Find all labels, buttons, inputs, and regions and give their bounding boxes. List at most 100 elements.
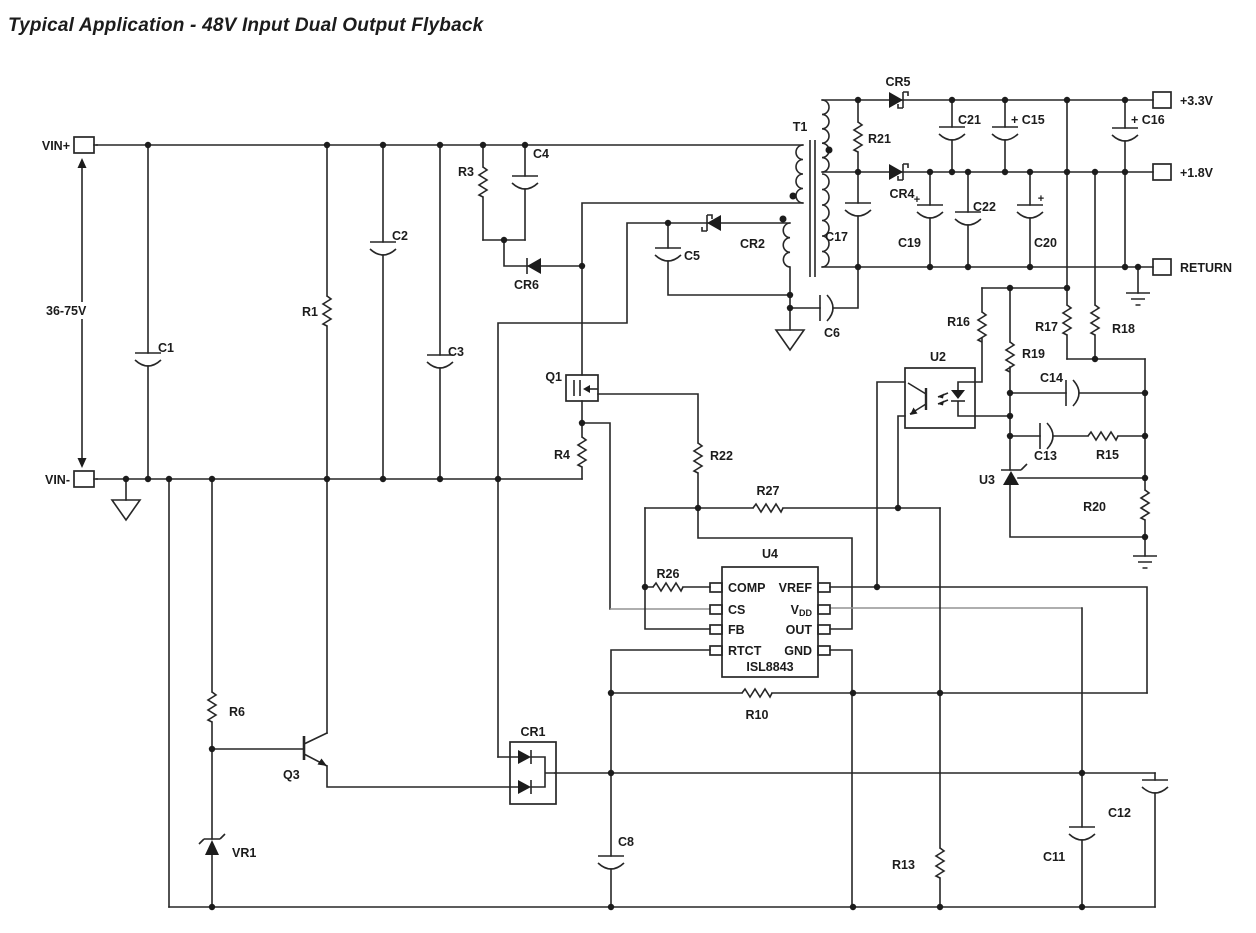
- label-1v8: +1.8V: [1180, 166, 1214, 180]
- label-Q1: Q1: [545, 370, 562, 384]
- bjt-Q3: [302, 736, 327, 766]
- label-VR1: VR1: [232, 846, 256, 860]
- pin-fb: FB: [728, 623, 745, 637]
- label-R27: R27: [757, 484, 780, 498]
- label-C1: C1: [158, 341, 174, 355]
- label-U4: U4: [762, 547, 778, 561]
- capacitor-C8: [597, 855, 625, 870]
- label-C22: C22: [973, 200, 996, 214]
- label-R6: R6: [229, 705, 245, 719]
- pin-gnd: GND: [784, 644, 812, 658]
- label-CR6: CR6: [514, 278, 539, 292]
- resistor-R15: [1087, 431, 1119, 441]
- terminal-1v8: [1152, 163, 1172, 181]
- label-C20: C20: [1034, 236, 1057, 250]
- ground-icon: [775, 329, 805, 351]
- label-U2: U2: [930, 350, 946, 364]
- resistor-R17: [1062, 304, 1072, 336]
- label-R10: R10: [746, 708, 769, 722]
- resistor-R22: [693, 442, 703, 474]
- label-vin-minus: VIN-: [45, 473, 70, 487]
- resistor-R27: [752, 503, 784, 513]
- label-U3: U3: [979, 473, 995, 487]
- plus-C19: +: [914, 194, 920, 206]
- label-R22: R22: [710, 449, 733, 463]
- label-C16: + C16: [1131, 113, 1165, 127]
- capacitor-C21: [938, 126, 966, 141]
- label-C21: C21: [958, 113, 981, 127]
- pin-out: OUT: [786, 623, 813, 637]
- junction-dots: [122, 96, 1149, 911]
- pin-vref: VREF: [779, 581, 813, 595]
- capacitor-C16: [1111, 127, 1139, 142]
- capacitor-C15: [991, 126, 1019, 141]
- label-R1: R1: [302, 305, 318, 319]
- optocoupler-U2: [904, 367, 976, 429]
- label-R19: R19: [1022, 347, 1045, 361]
- capacitor-C11: [1068, 826, 1096, 841]
- pin-comp: COMP: [728, 581, 766, 595]
- label-C17: C17: [825, 230, 848, 244]
- label-CR4: CR4: [889, 187, 914, 201]
- label-C8: C8: [618, 835, 634, 849]
- pin-cs: CS: [728, 603, 745, 617]
- label-Q3: Q3: [283, 768, 300, 782]
- label-C19: C19: [898, 236, 921, 250]
- transformer-T1: [779, 99, 833, 277]
- zener-VR1: [198, 833, 226, 855]
- symbol-layer: [42, 91, 1172, 879]
- label-R13: R13: [892, 858, 915, 872]
- pin-rtct: RTCT: [728, 644, 762, 658]
- label-C11: C11: [1043, 850, 1065, 864]
- plus-C20: +: [1038, 193, 1044, 205]
- resistor-R18: [1090, 304, 1100, 336]
- label-vin-plus: VIN+: [42, 139, 70, 153]
- label-C15: + C15: [1011, 113, 1045, 127]
- capacitor-C14: [1065, 379, 1080, 407]
- label-C13: C13: [1034, 449, 1057, 463]
- label-return: RETURN: [1180, 261, 1232, 275]
- resistor-R13: [935, 847, 945, 879]
- pin-vdd: VDD: [791, 603, 813, 618]
- label-C14: C14: [1040, 371, 1063, 385]
- label-T1: T1: [793, 120, 808, 134]
- page-title: Typical Application - 48V Input Dual Out…: [8, 15, 485, 36]
- capacitor-C17: [844, 202, 872, 217]
- label-C2: C2: [392, 229, 408, 243]
- ground-icon: [1132, 555, 1158, 569]
- resistor-R19: [1005, 341, 1015, 373]
- label-R21: R21: [868, 132, 891, 146]
- resistor-R16: [977, 311, 987, 343]
- resistor-R10: [741, 688, 773, 698]
- label-R15: R15: [1096, 448, 1119, 462]
- capacitor-C13: [1039, 422, 1054, 450]
- label-R3: R3: [458, 165, 474, 179]
- label-C4: C4: [533, 147, 549, 161]
- capacitor-C5: [654, 247, 682, 262]
- ic-U4: [709, 566, 831, 678]
- diode-pack-CR1: [509, 741, 557, 805]
- diode-CR6: [526, 257, 542, 275]
- label-R4: R4: [554, 448, 570, 462]
- label-R16: R16: [947, 315, 970, 329]
- label-C3: C3: [448, 345, 464, 359]
- capacitor-C6: [819, 294, 834, 322]
- terminal-3v3: [1152, 91, 1172, 109]
- label-3v3: +3.3V: [1180, 94, 1214, 108]
- terminal-vin-minus: [73, 470, 95, 488]
- resistor-R1: [322, 295, 332, 327]
- label-C6: C6: [824, 326, 840, 340]
- label-C12: C12: [1108, 806, 1131, 820]
- resistor-R4: [577, 436, 587, 468]
- label-layer: Typical Application - 48V Input Dual Out…: [8, 15, 1232, 872]
- label-input-range: 36-75V: [46, 304, 87, 318]
- arrow-down-icon: [77, 458, 87, 468]
- resistor-R26: [652, 582, 684, 592]
- label-R26: R26: [657, 567, 680, 581]
- resistor-R6: [207, 691, 217, 723]
- capacitor-C4: [511, 175, 539, 190]
- wire-layer: [81, 99, 1156, 908]
- resistor-R21: [853, 121, 863, 153]
